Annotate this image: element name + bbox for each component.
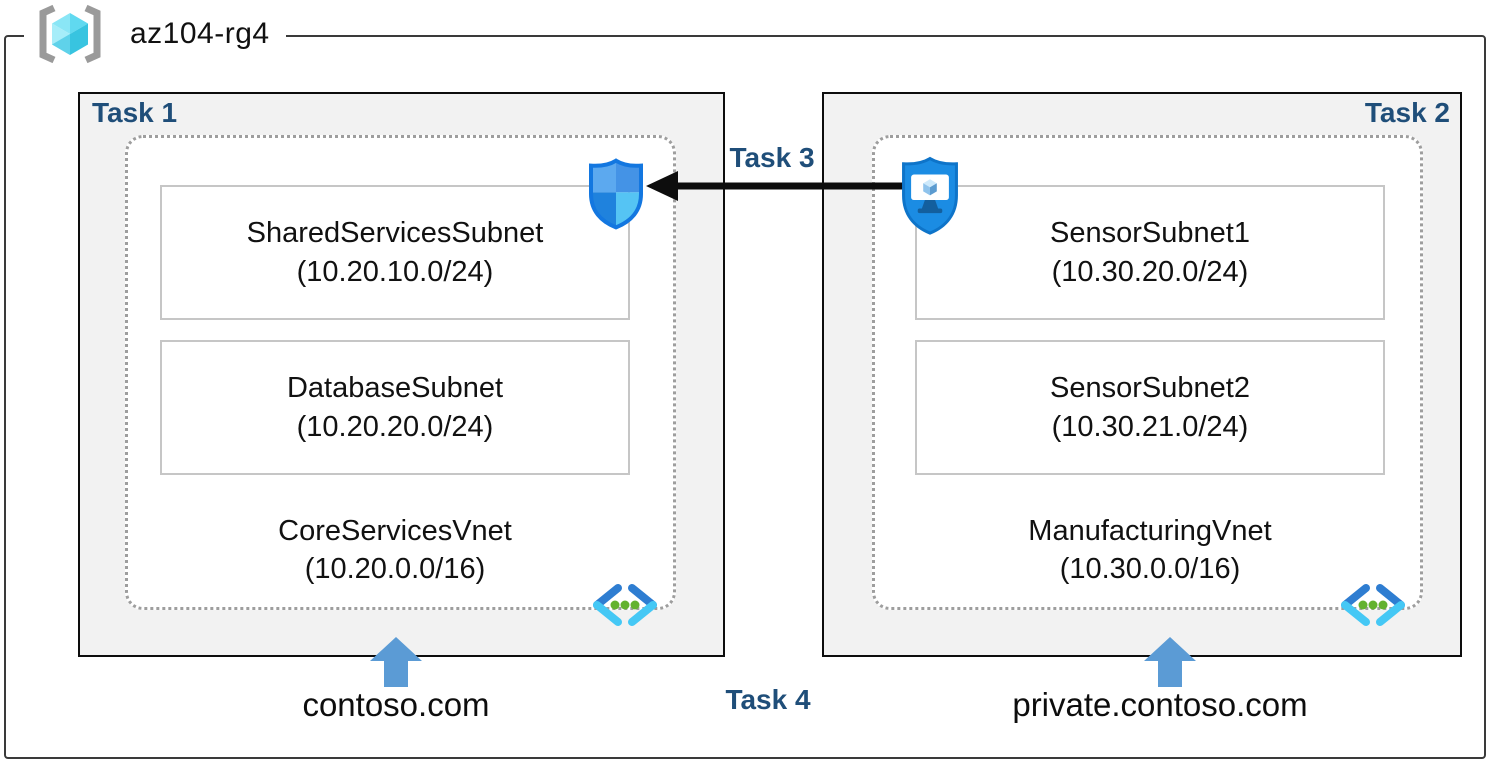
virtual-network-icon bbox=[590, 583, 660, 627]
vnet-name: CoreServicesVnet bbox=[278, 515, 512, 547]
sensor-subnet2-box: SensorSubnet2 (10.30.21.0/24) bbox=[915, 340, 1385, 475]
dns-zone-label-contoso: contoso.com bbox=[302, 686, 490, 723]
peering-arrow-icon bbox=[646, 168, 904, 204]
subnet-name: SensorSubnet1 bbox=[1050, 217, 1250, 250]
subnet-cidr: (10.20.20.0/24) bbox=[296, 410, 494, 443]
database-subnet-box: DatabaseSubnet (10.20.20.0/24) bbox=[160, 340, 630, 475]
subnet-name: DatabaseSubnet bbox=[286, 372, 504, 405]
task3-label: Task 3 bbox=[729, 142, 815, 173]
subnet-cidr: (10.20.10.0/24) bbox=[296, 255, 494, 288]
network-security-group-shield-icon bbox=[586, 157, 646, 231]
virtual-network-icon bbox=[1338, 583, 1408, 627]
task2-label: Task 2 bbox=[1364, 97, 1450, 128]
dns-zone-label-private-contoso: private.contoso.com bbox=[1012, 686, 1308, 723]
subnet-cidr: (10.30.21.0/24) bbox=[1051, 410, 1249, 443]
bastion-shield-icon bbox=[896, 155, 964, 247]
task1-label: Task 1 bbox=[92, 97, 178, 128]
shared-services-subnet-box: SharedServicesSubnet (10.20.10.0/24) bbox=[160, 185, 630, 320]
resource-group-frame bbox=[4, 35, 1486, 759]
vnet-cidr: (10.20.0.0/16) bbox=[304, 553, 486, 586]
resource-group-name: az104-rg4 bbox=[130, 17, 270, 50]
vnet-cidr: (10.30.0.0/16) bbox=[1059, 553, 1241, 586]
sensor-subnet1-box: SensorSubnet1 (10.30.20.0/24) bbox=[915, 185, 1385, 320]
manufacturing-vnet-label: ManufacturingVnet (10.30.0.0/16) bbox=[915, 512, 1385, 589]
core-services-vnet-label: CoreServicesVnet (10.20.0.0/16) bbox=[160, 512, 630, 589]
vnet-name: ManufacturingVnet bbox=[1028, 515, 1272, 547]
subnet-name: SharedServicesSubnet bbox=[246, 217, 544, 250]
resource-group-icon bbox=[30, 3, 110, 65]
subnet-cidr: (10.30.20.0/24) bbox=[1051, 255, 1249, 288]
up-arrow-icon bbox=[1144, 637, 1196, 687]
resource-group-header: az104-rg4 bbox=[24, 2, 286, 66]
task4-label: Task 4 bbox=[725, 684, 811, 715]
up-arrow-icon bbox=[370, 637, 422, 687]
subnet-name: SensorSubnet2 bbox=[1050, 372, 1250, 405]
